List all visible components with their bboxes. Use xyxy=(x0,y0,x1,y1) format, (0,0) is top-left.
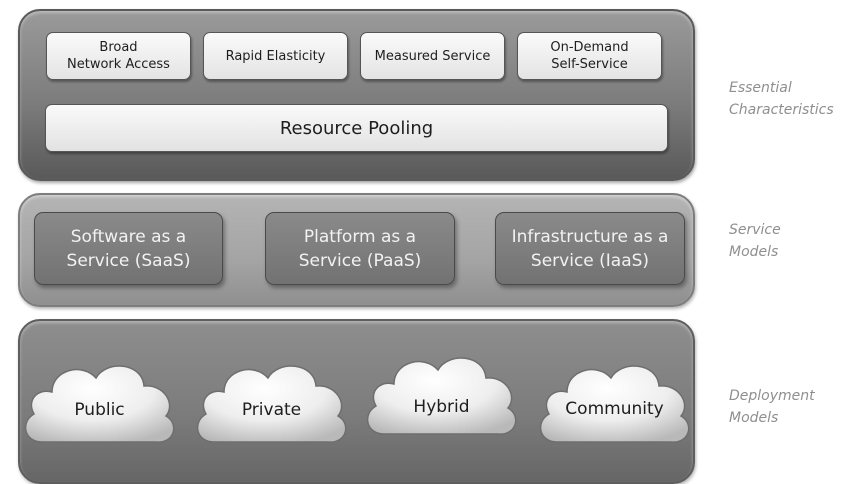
cloud-label-community: Community xyxy=(565,399,664,419)
cloud-label-public: Public xyxy=(74,400,125,420)
char-broad-network-access: Broad Network Access xyxy=(46,32,191,80)
cloud-private: Private xyxy=(190,352,353,452)
cloud-public: Public xyxy=(18,352,181,452)
cloud-icon xyxy=(366,357,517,435)
cloud-community: Community xyxy=(533,352,696,452)
char-rapid-elasticity: Rapid Elasticity xyxy=(203,32,348,80)
side-label-deployment-models: Deployment Models xyxy=(729,388,815,426)
char-on-demand-self-service: On-Demand Self-Service xyxy=(517,32,662,80)
char-measured-service: Measured Service xyxy=(360,32,505,80)
service-saas: Software as a Service (SaaS) xyxy=(34,212,223,285)
side-label-service-models: Service Models xyxy=(729,222,781,260)
cloud-label-hybrid: Hybrid xyxy=(413,397,470,417)
service-paas: Platform as a Service (PaaS) xyxy=(265,212,455,285)
side-label-essential-characteristics: Essential Characteristics xyxy=(729,80,834,118)
resource-pooling-box: Resource Pooling xyxy=(45,104,668,152)
cloud-label-private: Private xyxy=(241,400,302,420)
service-iaas: Infrastructure as a Service (IaaS) xyxy=(495,212,685,285)
cloud-hybrid: Hybrid xyxy=(360,344,523,444)
